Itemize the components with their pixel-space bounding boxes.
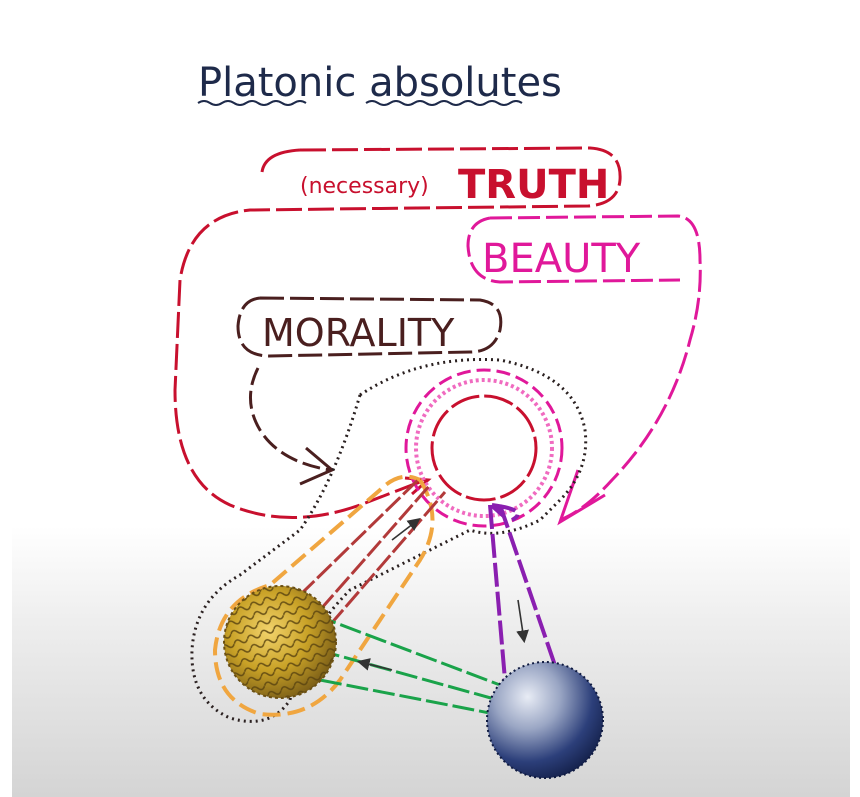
gold-to-blue-link bbox=[315, 615, 500, 715]
truth-qualifier: (necessary) bbox=[300, 174, 429, 199]
morality-label: MORALITY bbox=[262, 311, 455, 355]
truth-outline-cap bbox=[262, 150, 300, 172]
truth-label: TRUTH bbox=[458, 162, 609, 208]
small-arrow-left bbox=[360, 662, 392, 670]
morality-arrow-shaft bbox=[250, 368, 330, 470]
core-circle bbox=[432, 396, 536, 500]
beauty-label: BEAUTY bbox=[482, 236, 641, 282]
core-to-blue-link bbox=[490, 505, 560, 680]
small-arrow-down bbox=[518, 600, 524, 640]
diagram-title: Platonic absolutes bbox=[198, 60, 562, 106]
